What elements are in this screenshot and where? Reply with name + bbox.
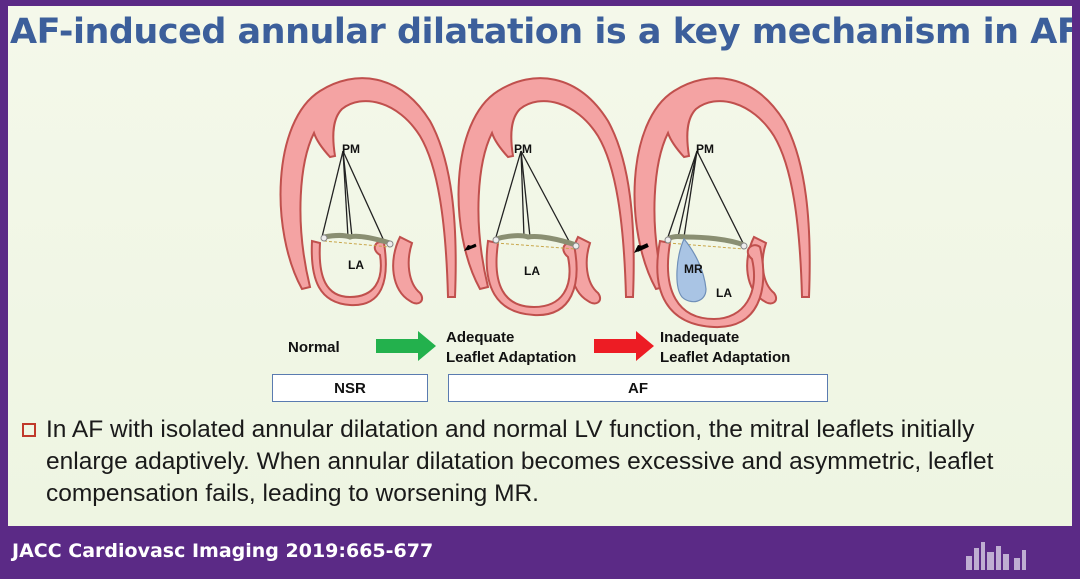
atrium-wall	[656, 239, 765, 329]
slide-title: AF-induced annular dilatation is a key m…	[10, 12, 1072, 52]
heart-normal: PM LA	[279, 77, 457, 307]
heart-adequate: PM LA	[457, 77, 635, 317]
stage-adequate-line2: Leaflet Adaptation	[446, 349, 576, 366]
nsr-box: NSR	[272, 374, 428, 402]
stage-normal: Normal	[288, 339, 340, 356]
bullet-square-icon	[22, 423, 36, 437]
red-arrow	[594, 331, 654, 361]
mr-label: MR	[684, 262, 703, 276]
af-box: AF	[448, 374, 828, 402]
pm-label: PM	[696, 142, 714, 156]
stage-inadequate-line1: Inadequate	[660, 329, 739, 346]
atrium-wall	[310, 239, 387, 307]
pm-label: PM	[342, 142, 360, 156]
bullet-point: In AF with isolated annular dilatation a…	[22, 414, 1062, 510]
stage-inadequate-line2: Leaflet Adaptation	[660, 349, 790, 366]
mechanism-diagram: PM LA PM LA	[279, 77, 811, 366]
stage-adequate-line1: Adequate	[446, 329, 514, 346]
la-label: LA	[524, 264, 540, 278]
heart-inadequate: PM MR LA	[633, 77, 811, 329]
atrium-wall	[485, 239, 578, 317]
slide: AF-induced annular dilatation is a key m…	[8, 6, 1072, 526]
citation-footer: JACC Cardiovasc Imaging 2019:665-677	[12, 540, 434, 562]
mr-jet	[676, 237, 707, 303]
bullet-text: In AF with isolated annular dilatation a…	[46, 416, 994, 507]
la-label: LA	[348, 258, 364, 272]
green-arrow	[376, 331, 436, 361]
city-skyline-icon	[966, 542, 1026, 570]
la-label: LA	[716, 286, 732, 300]
pm-label: PM	[514, 142, 532, 156]
